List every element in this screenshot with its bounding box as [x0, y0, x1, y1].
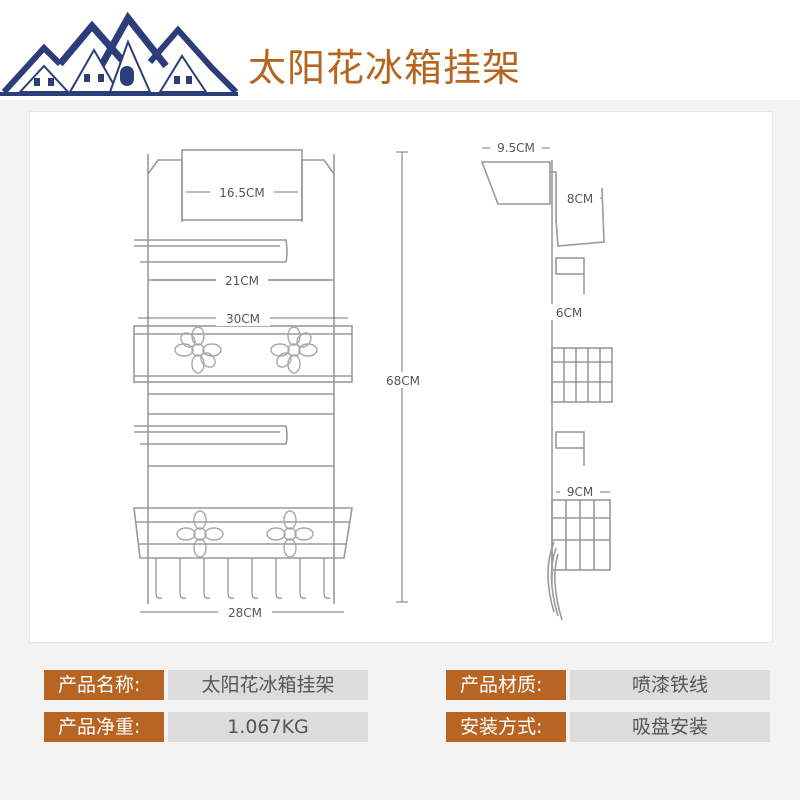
spec-value: 吸盘安装 [570, 712, 770, 742]
dim-top-depth: 9.5CM [497, 141, 535, 155]
spec-label: 产品净重: [44, 712, 164, 742]
house-logo-icon [0, 11, 239, 96]
spec-label: 产品材质: [446, 670, 566, 700]
dim-top-width: 16.5CM [219, 186, 264, 200]
dim-basket-depth: 9CM [567, 485, 593, 499]
dim-towel-width: 21CM [225, 274, 259, 288]
dim-upper-basket-width: 30CM [226, 312, 260, 326]
product-diagram: 16.5CM 21CM 30CM 28CM 68CM [133, 139, 613, 621]
dim-rail-depth: 6CM [556, 306, 582, 320]
spec-value: 太阳花冰箱挂架 [168, 670, 368, 700]
dim-height: 68CM [386, 374, 420, 388]
header: 太阳花冰箱挂架 [0, 0, 800, 100]
spec-label: 安装方式: [446, 712, 566, 742]
spec-value: 1.067KG [168, 712, 368, 742]
dim-hook-depth: 8CM [567, 192, 593, 206]
dim-lower-basket-width: 28CM [228, 606, 262, 620]
spec-value: 喷漆铁线 [570, 670, 770, 700]
page-title: 太阳花冰箱挂架 [248, 46, 522, 90]
spec-label: 产品名称: [44, 670, 164, 700]
